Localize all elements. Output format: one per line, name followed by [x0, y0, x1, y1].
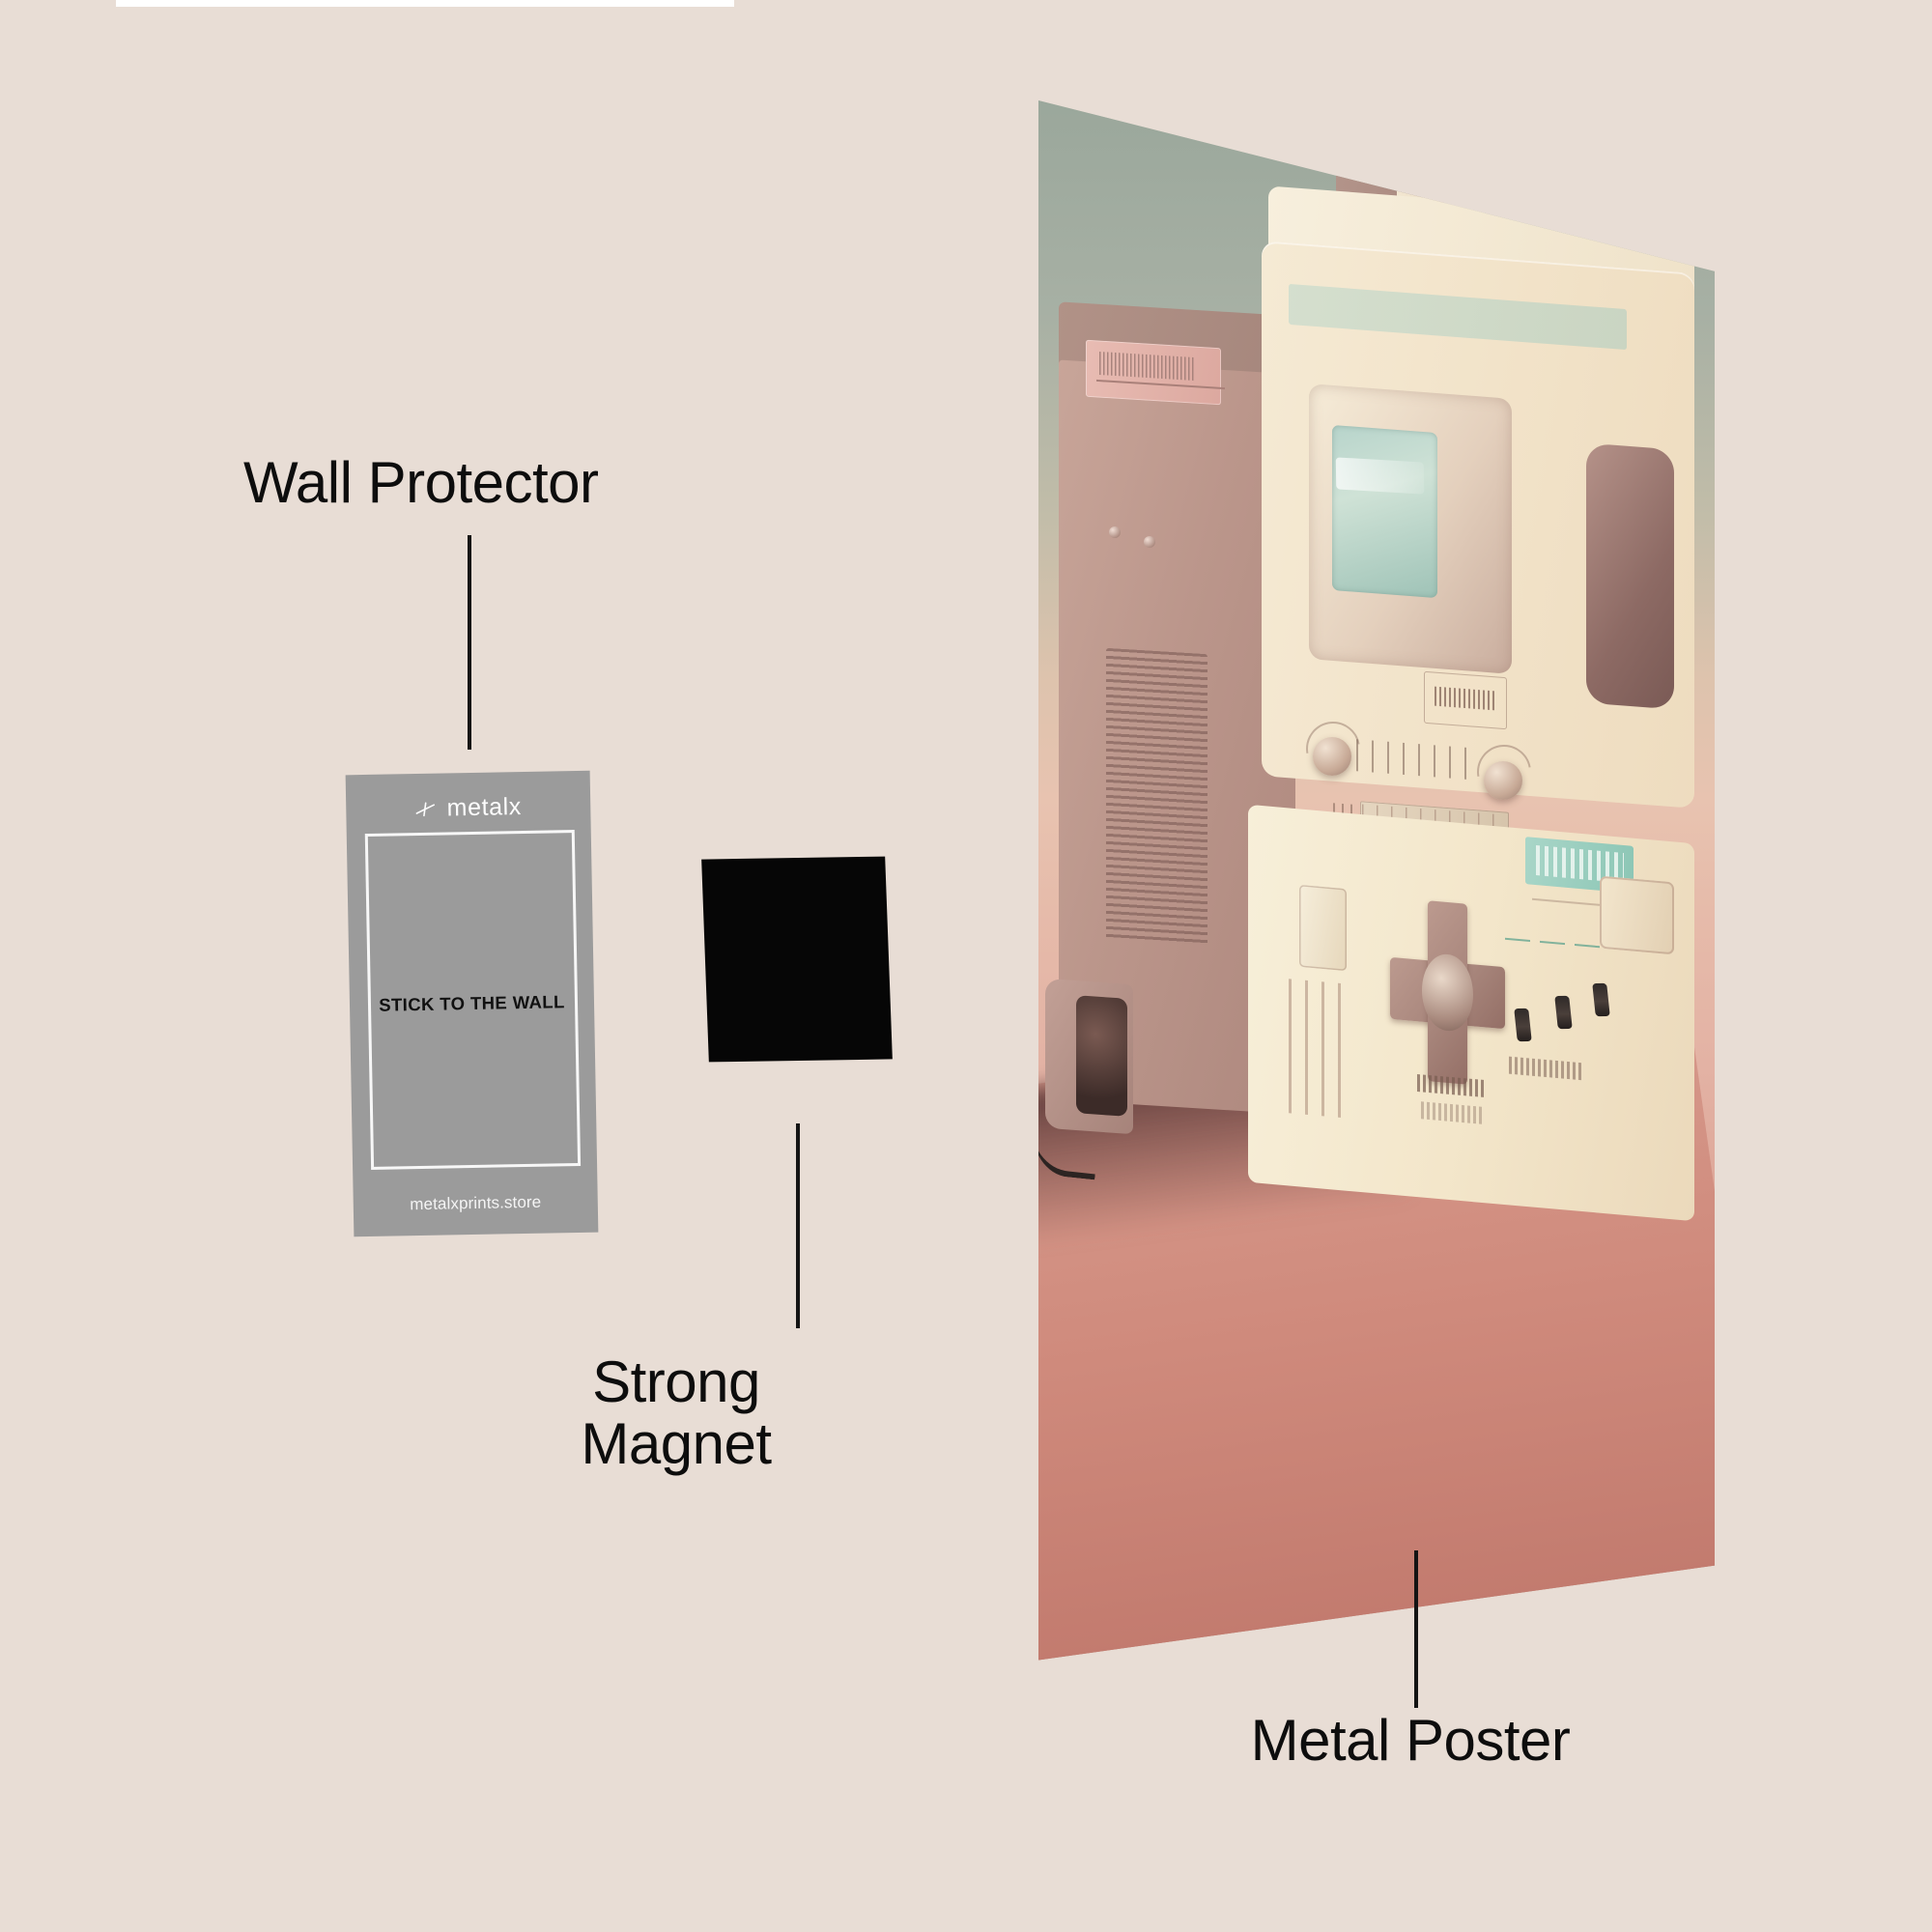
artwork-dpad-control — [1390, 897, 1505, 1089]
poster-artwork — [1038, 99, 1715, 1661]
artwork-rotary-knob — [1483, 760, 1522, 800]
wall-protector-headline: STICK TO THE WALL — [379, 991, 565, 1015]
artwork-screw-icon — [1144, 535, 1156, 548]
callout-label-wall-protector: Wall Protector — [243, 450, 599, 515]
wall-protector-card[interactable]: metalx STICK TO THE WALL metalxprints.st… — [345, 770, 599, 1237]
artwork-toggle-switch — [1513, 1008, 1532, 1041]
artwork-toggle-switch — [1553, 995, 1573, 1029]
artwork-right-button — [1600, 875, 1674, 955]
top-edge-strip — [116, 0, 734, 7]
magnet-sheet[interactable] — [701, 856, 893, 1063]
wall-protector-store-url: metalxprints.store — [410, 1192, 542, 1214]
wall-protector-brand-name: metalx — [446, 793, 523, 822]
artwork-screw-icon — [1108, 526, 1121, 538]
metal-poster-panel[interactable] — [1038, 99, 1715, 1661]
artwork-vent-grille — [1106, 647, 1208, 946]
leader-line-wall-protector — [468, 535, 471, 750]
artwork-screen-glare — [1335, 457, 1425, 495]
leader-line-strong-magnet — [796, 1123, 800, 1328]
artwork-side-button — [1298, 884, 1347, 972]
artwork-display-screen — [1331, 424, 1437, 599]
wall-protector-brand-lockup: metalx — [346, 793, 590, 823]
artwork-rotary-knob — [1312, 737, 1351, 777]
callout-label-strong-magnet: Strong Magnet — [581, 1350, 772, 1476]
leader-line-metal-poster — [1414, 1550, 1418, 1708]
artwork-side-slots — [1289, 979, 1350, 1119]
callout-label-metal-poster: Metal Poster — [1250, 1708, 1571, 1773]
artwork-power-cable — [1038, 1088, 1104, 1179]
metalx-cross-mark-icon — [415, 802, 436, 816]
artwork-right-reel-pod — [1586, 442, 1674, 710]
